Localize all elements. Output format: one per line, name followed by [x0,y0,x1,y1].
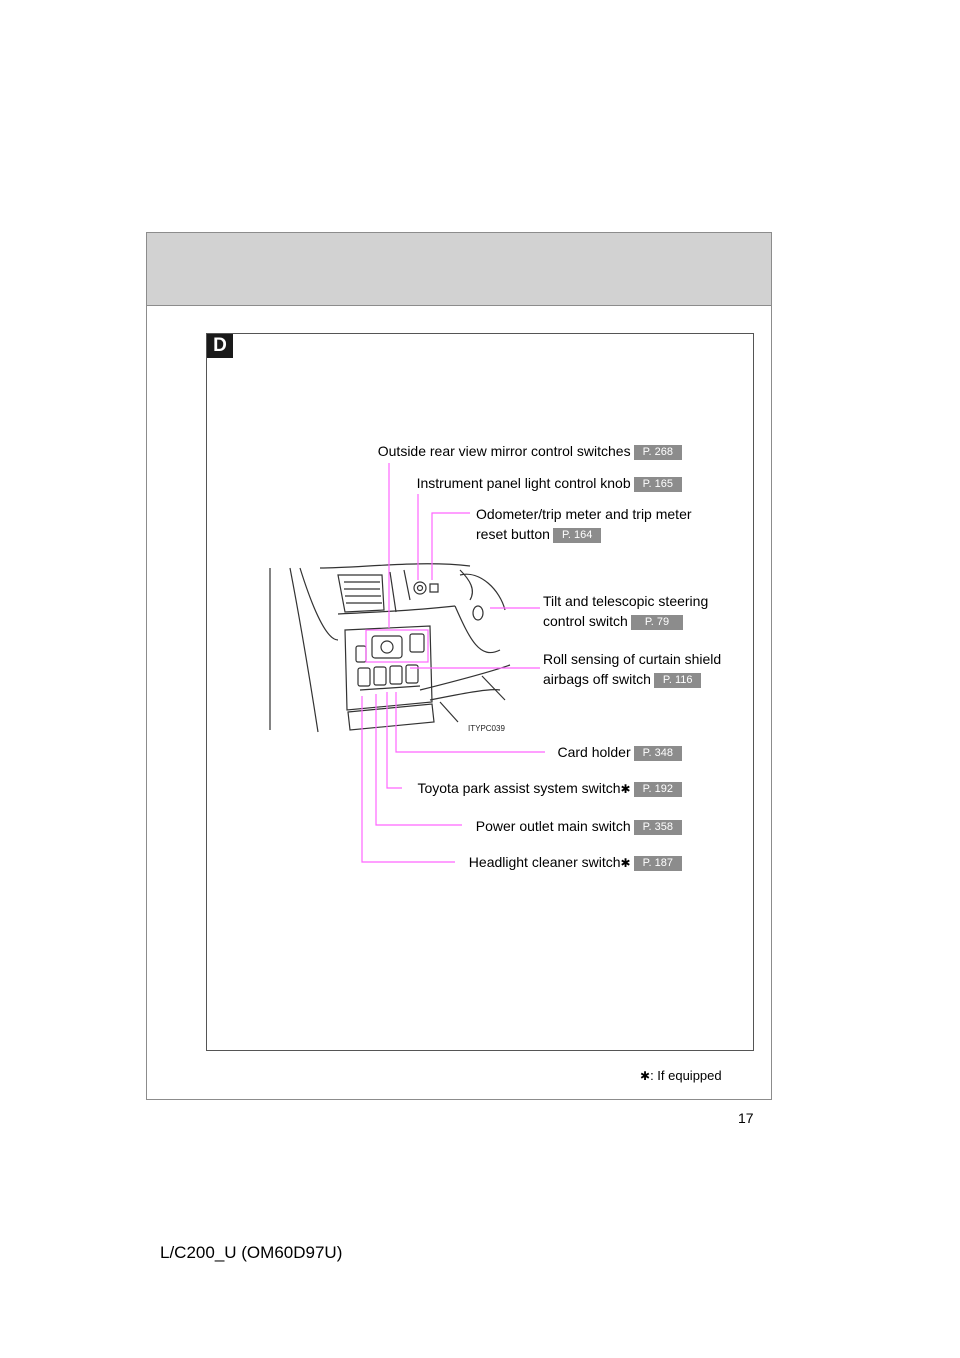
callout-tilt-line1: Tilt and telescopic steering [543,593,709,609]
leader-mirror-bracket [365,629,429,663]
page-ref-panel-light[interactable]: P. 165 [633,477,682,492]
leader-odometer [431,512,470,580]
callout-headlight: Headlight cleaner switch✱P. 187 [420,852,682,873]
footnote: ✱: If equipped [640,1068,722,1083]
callout-headlight-label: Headlight cleaner switch [468,854,621,870]
page-number: 17 [738,1110,754,1126]
equipped-star-icon: ✱ [620,782,631,796]
document-code: L/C200_U (OM60D97U) [160,1243,343,1262]
footnote-star-icon: ✱ [640,1069,651,1083]
callout-odometer-line1: Odometer/trip meter and trip meter [476,506,692,522]
callout-mirror: Outside rear view mirror control switche… [330,441,682,461]
callout-park-label: Toyota park assist system switch [417,780,621,796]
figure-box [206,333,754,1051]
leader-headlight [361,696,455,863]
leader-power [375,694,462,826]
callout-mirror-label: Outside rear view mirror control switche… [377,443,631,459]
page-ref-odometer[interactable]: P. 164 [552,528,602,543]
callout-panel-light-label: Instrument panel light control knob [416,475,631,491]
callout-tilt-line2: control switch [543,613,628,629]
page-ref-mirror[interactable]: P. 268 [633,445,682,460]
page-ref-park[interactable]: P. 192 [633,782,682,797]
callout-roll-line2: airbags off switch [543,671,651,687]
callout-roll-line1: Roll sensing of curtain shield [543,651,722,667]
callout-park: Toyota park assist system switch✱P. 192 [360,778,682,799]
page-frame [146,232,772,1100]
leader-park [386,692,402,789]
page-ref-card[interactable]: P. 348 [633,746,682,761]
callout-odometer-line2: reset button [476,526,550,542]
page-ref-power[interactable]: P. 358 [633,820,682,835]
callout-card-label: Card holder [557,744,631,760]
footnote-text: : If equipped [650,1068,722,1083]
callout-tilt: Tilt and telescopic steering control swi… [543,591,708,631]
illustration-code: ITYPC039 [468,724,505,733]
callout-roll: Roll sensing of curtain shield airbags o… [543,649,721,689]
page-ref-headlight[interactable]: P. 187 [633,856,682,871]
leader-card [395,692,545,753]
callout-odometer: Odometer/trip meter and trip meter reset… [476,504,692,544]
callout-power-label: Power outlet main switch [475,818,631,834]
page-ref-roll[interactable]: P. 116 [653,673,702,688]
equipped-star-icon: ✱ [620,856,631,870]
section-badge: D [207,334,233,358]
header-band [147,233,771,306]
page-ref-tilt[interactable]: P. 79 [630,615,684,630]
